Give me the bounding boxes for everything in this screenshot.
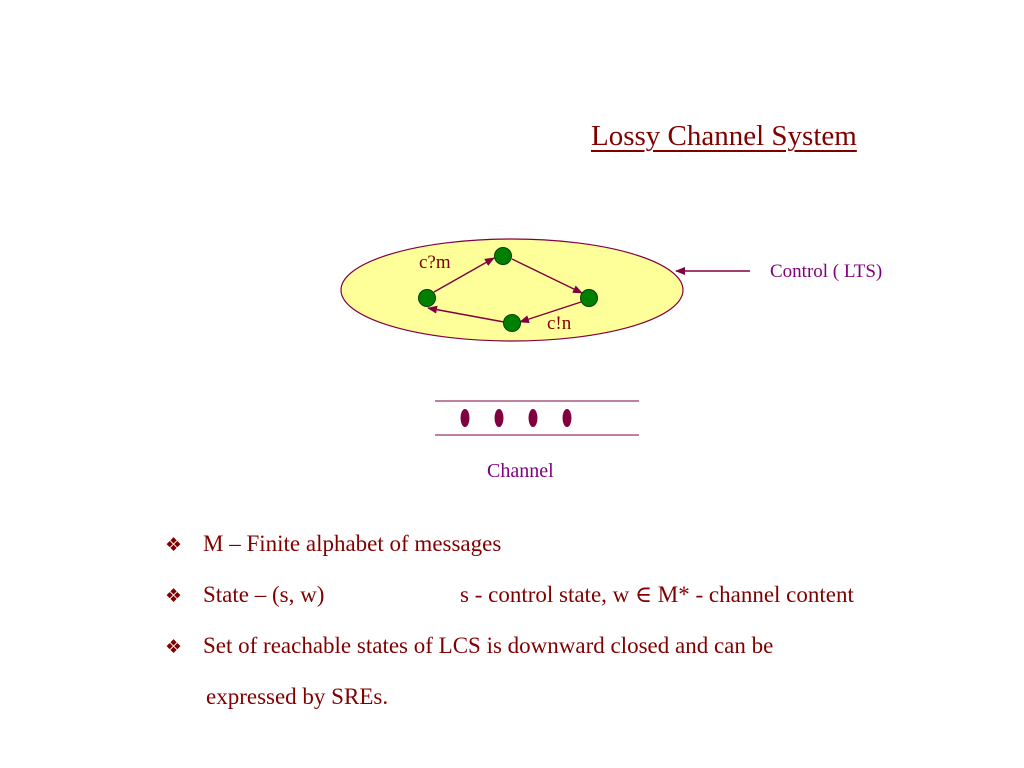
channel-message-2 [494,409,504,427]
channel-messages [460,409,572,427]
transition-label-send: c!n [547,313,572,334]
bullet-text-alphabet: M – Finite alphabet of messages [203,531,502,556]
bullet-text-state: State – (s, w) [203,582,325,607]
transition-arrow-top-to-right [511,258,583,294]
transition-arrow-bottom-to-left [427,305,505,323]
diamond-bullet-icon: ❖ [165,636,183,658]
state-node-bottom [503,314,521,332]
state-node-right [580,289,598,307]
state-node-left [418,289,436,307]
bullet-item-state: ❖ State – (s, w) s - control state, w ∈ M… [165,579,1005,611]
bullet-item-reachable: ❖ Set of reachable states of LCS is downw… [165,630,773,662]
state-node-top [494,247,512,265]
bullet-item-alphabet: ❖ M – Finite alphabet of messages [165,528,501,560]
control-lts-ellipse [340,238,684,342]
diamond-bullet-icon: ❖ [165,534,183,556]
transition-arrow-right-to-bottom [519,301,582,323]
channel-message-1 [460,409,470,427]
bullet-text-reachable: Set of reachable states of LCS is downwa… [203,633,774,658]
transition-label-receive: c?m [419,252,451,273]
transition-arrow-left-to-top [433,257,495,293]
channel-message-3 [528,409,538,427]
bullet-text-state-detail: s - control state, w ∈ M* - channel cont… [460,582,854,607]
channel-message-4 [562,409,572,427]
channel-label: Channel [487,460,554,482]
bullet-text-reachable-continued: expressed by SREs. [206,684,389,709]
control-lts-label: Control ( LTS) [770,261,882,282]
slide-title: Lossy Channel System [591,120,857,152]
diamond-bullet-icon: ❖ [165,585,183,607]
